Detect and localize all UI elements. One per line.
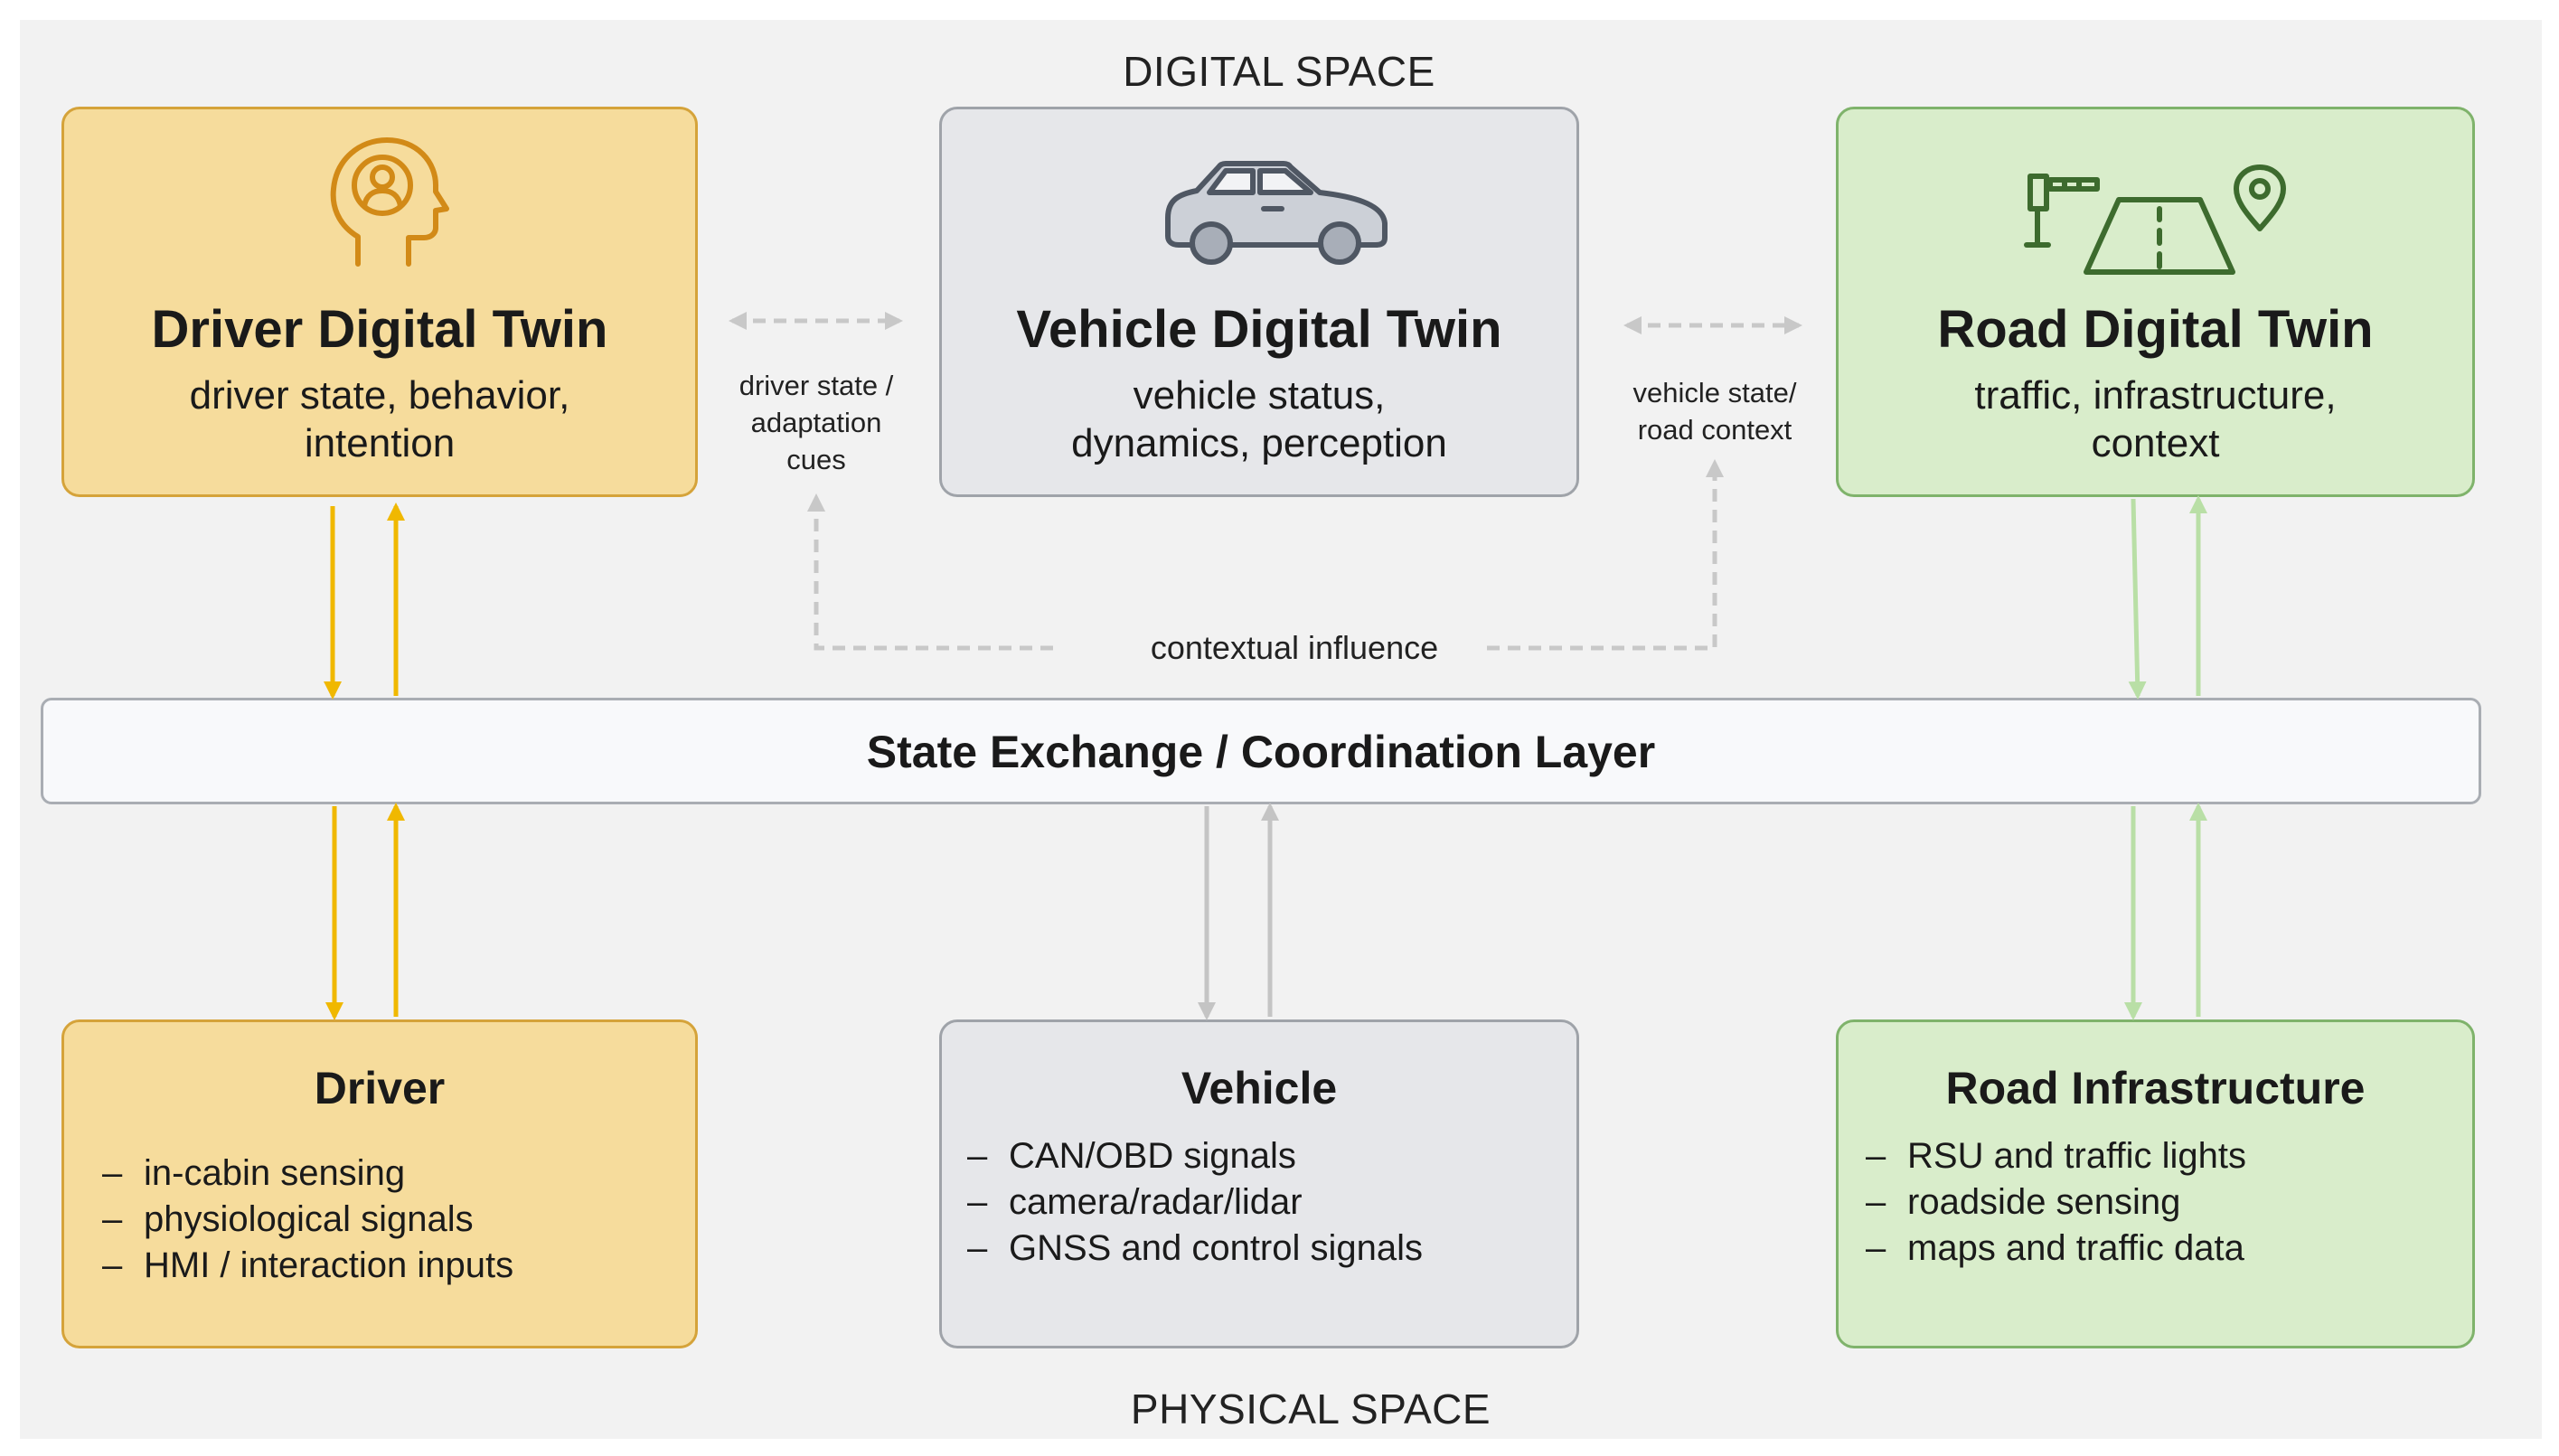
vehicle-twin-description: vehicle status, dynamics, perception — [942, 371, 1576, 467]
road-digital-twin-box: Road Digital Twin traffic, infrastructur… — [1836, 107, 2475, 497]
road-signal-list: –RSU and traffic lights –roadside sensin… — [1866, 1133, 2246, 1272]
road-twin-description-line: context — [2091, 421, 2220, 465]
driver-signal-list: –in-cabin sensing –physiological signals… — [102, 1151, 513, 1289]
vehicle-road-link-label: vehicle state/ road context — [1633, 374, 1797, 448]
vehicle-signal-list: –CAN/OBD signals –camera/radar/lidar –GN… — [967, 1133, 1423, 1272]
list-item-text: roadside sensing — [1907, 1182, 2181, 1222]
road-infrastructure-icon — [2024, 164, 2286, 275]
list-item-text: HMI / interaction inputs — [144, 1245, 514, 1285]
list-item: –maps and traffic data — [1866, 1226, 2246, 1272]
driver-head-icon — [330, 137, 449, 267]
list-item: –in-cabin sensing — [102, 1151, 513, 1197]
list-item: –physiological signals — [102, 1197, 513, 1243]
vehicle-twin-title: Vehicle Digital Twin — [1016, 300, 1502, 359]
driver-twin-title: Driver Digital Twin — [151, 300, 608, 359]
driver-vehicle-link-label-line: adaptation — [750, 407, 882, 438]
list-item-text: maps and traffic data — [1907, 1228, 2244, 1268]
driver-vehicle-link-label: driver state / adaptation cues — [739, 367, 894, 478]
vehicle-road-link-label-line: road context — [1637, 414, 1792, 446]
list-dash: – — [1866, 1228, 1886, 1268]
vehicle-digital-twin-box: Vehicle Digital Twin vehicle status, dyn… — [939, 107, 1579, 497]
list-item-text: GNSS and control signals — [1009, 1228, 1424, 1268]
list-dash: – — [967, 1136, 988, 1176]
coordination-layer-bar: State Exchange / Coordination Layer — [41, 698, 2481, 804]
list-item-text: camera/radar/lidar — [1009, 1182, 1303, 1222]
list-dash: – — [102, 1199, 123, 1239]
digital-space-label: DIGITAL SPACE — [1123, 48, 1435, 95]
driver-twin-description-line: driver state, behavior, — [189, 373, 570, 418]
road-twin-description-line: traffic, infrastructure, — [1974, 373, 2337, 418]
driver-physical-box: Driver –in-cabin sensing –physiological … — [61, 1019, 698, 1348]
driver-digital-twin-box: Driver Digital Twin driver state, behavi… — [61, 107, 698, 497]
driver-vehicle-link-label-line: cues — [786, 444, 846, 475]
list-item: –camera/radar/lidar — [967, 1179, 1423, 1226]
list-item: –roadside sensing — [1866, 1179, 2246, 1226]
vehicle-physical-title: Vehicle — [1181, 1063, 1338, 1113]
list-item: –RSU and traffic lights — [1866, 1133, 2246, 1179]
list-dash: – — [102, 1245, 123, 1285]
list-item-text: CAN/OBD signals — [1009, 1136, 1296, 1176]
list-dash: – — [1866, 1136, 1886, 1176]
road-twin-title: Road Digital Twin — [1937, 300, 2374, 359]
vehicle-twin-description-line: dynamics, perception — [1071, 421, 1447, 465]
list-item-text: physiological signals — [144, 1199, 474, 1239]
road-infrastructure-title: Road Infrastructure — [1945, 1063, 2366, 1113]
vehicle-twin-description-line: vehicle status, — [1133, 373, 1386, 418]
list-item: –CAN/OBD signals — [967, 1133, 1423, 1179]
list-item: –GNSS and control signals — [967, 1226, 1423, 1272]
road-infrastructure-physical-box: Road Infrastructure –RSU and traffic lig… — [1836, 1019, 2475, 1348]
car-icon — [1165, 161, 1388, 265]
driver-twin-description: driver state, behavior, intention — [64, 371, 695, 467]
physical-space-label: PHYSICAL SPACE — [1130, 1386, 1491, 1433]
driver-physical-title: Driver — [314, 1063, 446, 1113]
list-dash: – — [102, 1153, 123, 1193]
list-dash: – — [1866, 1182, 1886, 1222]
list-item: –HMI / interaction inputs — [102, 1243, 513, 1289]
vehicle-road-link-label-line: vehicle state/ — [1632, 377, 1797, 409]
road-twin-description: traffic, infrastructure, context — [1839, 371, 2472, 467]
contextual-influence-label: contextual influence — [1150, 629, 1439, 666]
list-dash: – — [967, 1228, 988, 1268]
vehicle-physical-box: Vehicle –CAN/OBD signals –camera/radar/l… — [939, 1019, 1579, 1348]
driver-twin-description-line: intention — [304, 421, 456, 465]
list-item-text: in-cabin sensing — [144, 1153, 406, 1193]
list-dash: – — [967, 1182, 988, 1222]
driver-vehicle-link-label-line: driver state / — [739, 370, 894, 401]
coordination-layer-title: State Exchange / Coordination Layer — [866, 727, 1656, 777]
list-item-text: RSU and traffic lights — [1907, 1136, 2246, 1176]
